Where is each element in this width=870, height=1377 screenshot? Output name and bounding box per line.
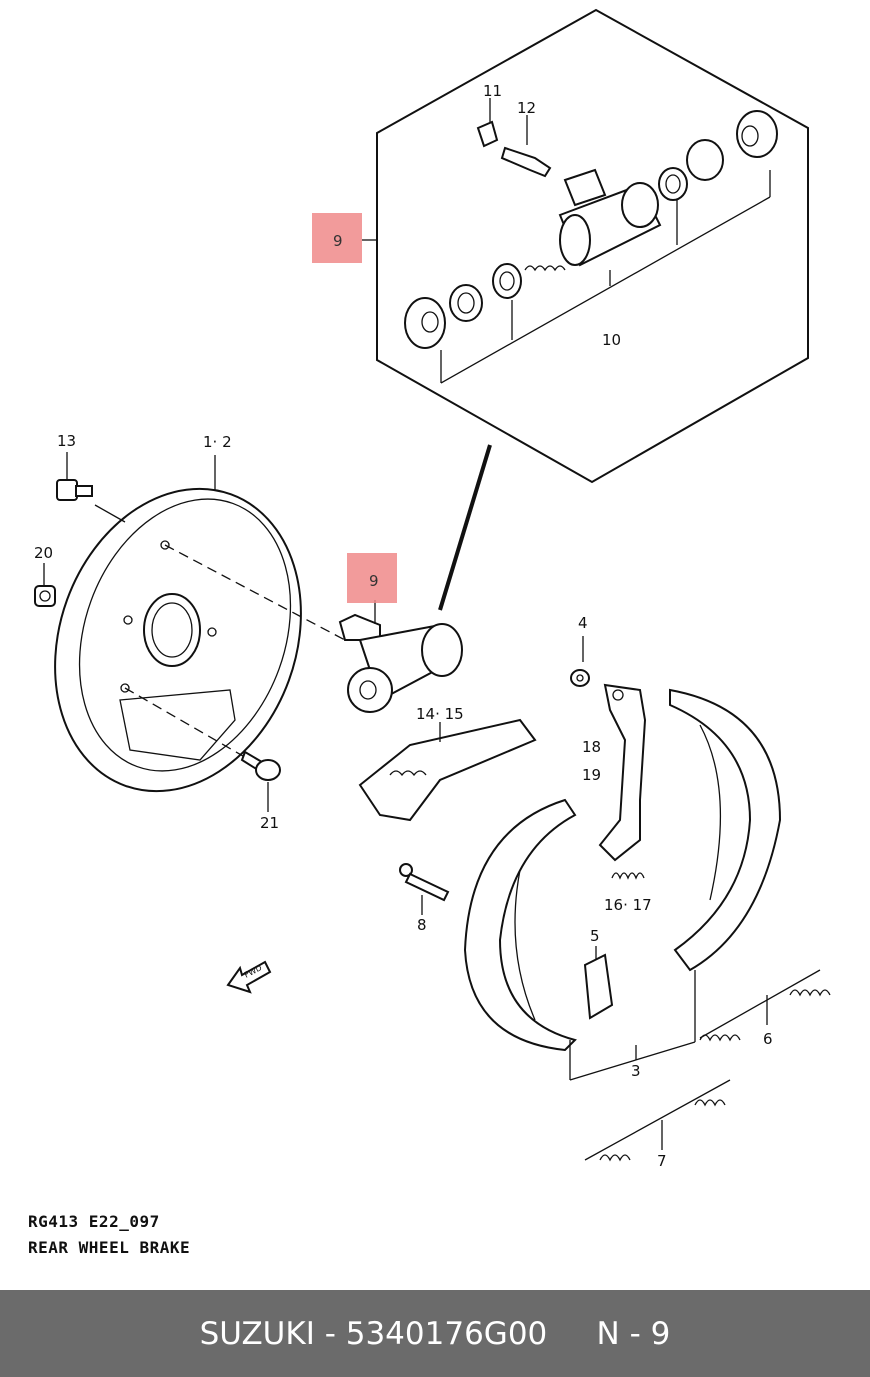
exploded-parts-diagram: FWD 11 12 9 10 13 1· 2 20 9 4 14· 15 18 … [34, 8, 831, 1170]
brake-shoe-left [463, 798, 577, 1052]
callout-5: 5 [590, 927, 600, 945]
callout-21: 21 [260, 814, 279, 832]
retainer-5 [583, 953, 614, 1020]
adjuster-assembly [358, 718, 537, 822]
callout-1-2: 1· 2 [203, 433, 232, 451]
callout-13: 13 [57, 432, 76, 450]
callout-9-mid: 9 [369, 572, 379, 590]
callout-3: 3 [631, 1062, 641, 1080]
bolt-13 [56, 479, 93, 501]
return-spring-6 [699, 969, 831, 1042]
return-spring-7 [584, 1079, 731, 1162]
backing-plate [54, 487, 302, 793]
footer-part-label: SUZUKI - 5340176G00 N - 9 [199, 1315, 671, 1352]
callout-4: 4 [578, 614, 588, 632]
callout-14-15: 14· 15 [416, 705, 464, 723]
highlight-box-top [312, 213, 362, 263]
spring-16-17 [611, 872, 645, 880]
diagram-title: REAR WHEEL BRAKE [28, 1238, 191, 1257]
footer-bar: SUZUKI - 5340176G00 N - 9 [0, 1290, 870, 1377]
callout-20: 20 [34, 544, 53, 562]
detail-leader-line [438, 444, 492, 611]
washer-4 [570, 669, 590, 687]
callout-12: 12 [517, 99, 536, 117]
callout-9-top: 9 [333, 232, 343, 250]
callout-7: 7 [657, 1152, 667, 1170]
parking-lever [598, 683, 647, 862]
callout-8: 8 [417, 916, 427, 934]
bleeder-21 [240, 750, 281, 781]
callout-6: 6 [763, 1030, 773, 1048]
nut-20 [34, 585, 56, 607]
diagram-code: RG413 E22_097 [28, 1212, 160, 1231]
highlight-box-mid [347, 553, 397, 603]
detail-box-outline [376, 8, 809, 484]
callout-10: 10 [602, 331, 621, 349]
wheel-cylinder-exploded [404, 110, 778, 349]
forward-arrow-icon: FWD [226, 960, 272, 994]
callout-11: 11 [483, 82, 502, 100]
callout-16-17: 16· 17 [604, 896, 652, 914]
callout-19: 19 [582, 766, 601, 784]
callout-18: 18 [582, 738, 601, 756]
wheel-cylinder-assembly [338, 613, 463, 713]
brake-shoe-right [669, 688, 782, 972]
pin-8 [399, 863, 450, 902]
